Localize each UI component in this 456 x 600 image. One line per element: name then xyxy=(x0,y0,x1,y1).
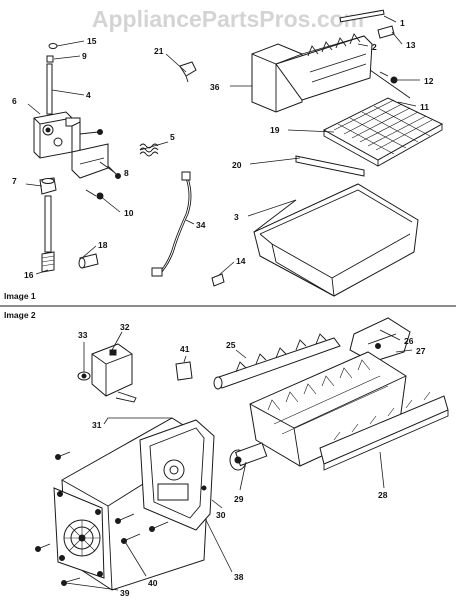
part-4-rod[interactable] xyxy=(46,63,53,115)
icemaker-module-upper[interactable] xyxy=(251,9,411,113)
part-21-clip[interactable] xyxy=(179,61,197,83)
part-38-frame[interactable] xyxy=(139,419,215,531)
image-1-leaders xyxy=(25,15,420,277)
part-9-cap[interactable] xyxy=(46,55,54,63)
callout-13: 13 xyxy=(406,40,416,50)
callout-31: 31 xyxy=(92,420,102,430)
image-2-group: Image 2 xyxy=(4,310,449,598)
callout-33: 33 xyxy=(78,330,88,340)
section-label-image-1: Image 1 xyxy=(4,291,36,301)
part-25-rake[interactable] xyxy=(213,333,341,390)
part-28-front-cover[interactable] xyxy=(319,391,449,471)
callout-3: 3 xyxy=(234,212,239,222)
screw-a[interactable] xyxy=(59,451,71,457)
fill-tube[interactable] xyxy=(44,195,52,253)
callout-5: 5 xyxy=(170,132,175,142)
callout-4: 4 xyxy=(86,90,91,100)
screw-c[interactable] xyxy=(115,518,121,524)
callout-29: 29 xyxy=(234,494,244,504)
screw-e[interactable] xyxy=(61,580,67,586)
callout-36: 36 xyxy=(210,82,220,92)
part-20-strip[interactable] xyxy=(295,155,365,177)
part-3-ice-bin[interactable] xyxy=(253,183,419,297)
callout-10: 10 xyxy=(124,208,134,218)
screw-b[interactable] xyxy=(35,546,41,552)
callout-18: 18 xyxy=(98,240,108,250)
callout-14: 14 xyxy=(236,256,246,266)
callout-8: 8 xyxy=(124,168,129,178)
watermark-text: AppliancePartsPros.com xyxy=(92,6,364,32)
section-label-image-2: Image 2 xyxy=(4,310,36,320)
callout-25: 25 xyxy=(226,340,236,350)
callout-27: 27 xyxy=(416,346,426,356)
part-26-cap[interactable] xyxy=(349,317,411,363)
callout-15: 15 xyxy=(87,36,97,46)
callout-34: 34 xyxy=(196,220,206,230)
part-15-ring[interactable] xyxy=(48,43,58,49)
part-5-coil[interactable] xyxy=(139,143,159,157)
callout-11: 11 xyxy=(420,102,429,112)
image-1-group: 15 9 4 6 5 8 7 10 21 34 36 1 13 2 12 11 … xyxy=(4,9,444,301)
fill-tube-assembly xyxy=(33,43,159,273)
valve-screw[interactable] xyxy=(97,129,103,135)
part-41-clip[interactable] xyxy=(175,361,193,381)
part-33-screw[interactable] xyxy=(77,371,91,381)
part-13-pin[interactable] xyxy=(377,25,395,39)
part-19-grid-shelf[interactable] xyxy=(322,97,444,167)
callout-40: 40 xyxy=(148,578,158,588)
part-34-wire-harness[interactable] xyxy=(151,171,192,277)
image-1-callouts: 15 9 4 6 5 8 7 10 21 34 36 1 13 2 12 11 … xyxy=(12,18,434,280)
callout-2: 2 xyxy=(372,42,377,52)
callout-30: 30 xyxy=(216,510,226,520)
screw-f[interactable] xyxy=(149,526,155,532)
part-11-arm[interactable] xyxy=(369,69,411,99)
callout-12: 12 xyxy=(424,76,434,86)
callout-32: 32 xyxy=(120,322,130,332)
image-2-callouts: 33 32 41 25 26 27 28 29 30 31 38 40 39 xyxy=(78,322,426,598)
loose-screws xyxy=(35,451,169,586)
part-32-cover[interactable] xyxy=(91,343,137,403)
image-2-leaders xyxy=(65,329,413,591)
part-29-shaft[interactable] xyxy=(229,442,268,471)
callout-41: 41 xyxy=(180,344,190,354)
callout-20: 20 xyxy=(232,160,242,170)
callout-16: 16 xyxy=(24,270,34,280)
callout-21: 21 xyxy=(154,46,164,56)
callout-6: 6 xyxy=(12,96,17,106)
callout-28: 28 xyxy=(378,490,388,500)
callout-26: 26 xyxy=(404,336,414,346)
callout-1: 1 xyxy=(400,18,405,28)
callout-38: 38 xyxy=(234,572,244,582)
callout-19: 19 xyxy=(270,125,280,135)
part-8-bracket[interactable] xyxy=(71,143,109,179)
part-1-shaft[interactable] xyxy=(339,9,385,23)
callout-9: 9 xyxy=(82,51,87,61)
callout-7: 7 xyxy=(12,176,17,186)
callout-39: 39 xyxy=(120,588,130,598)
